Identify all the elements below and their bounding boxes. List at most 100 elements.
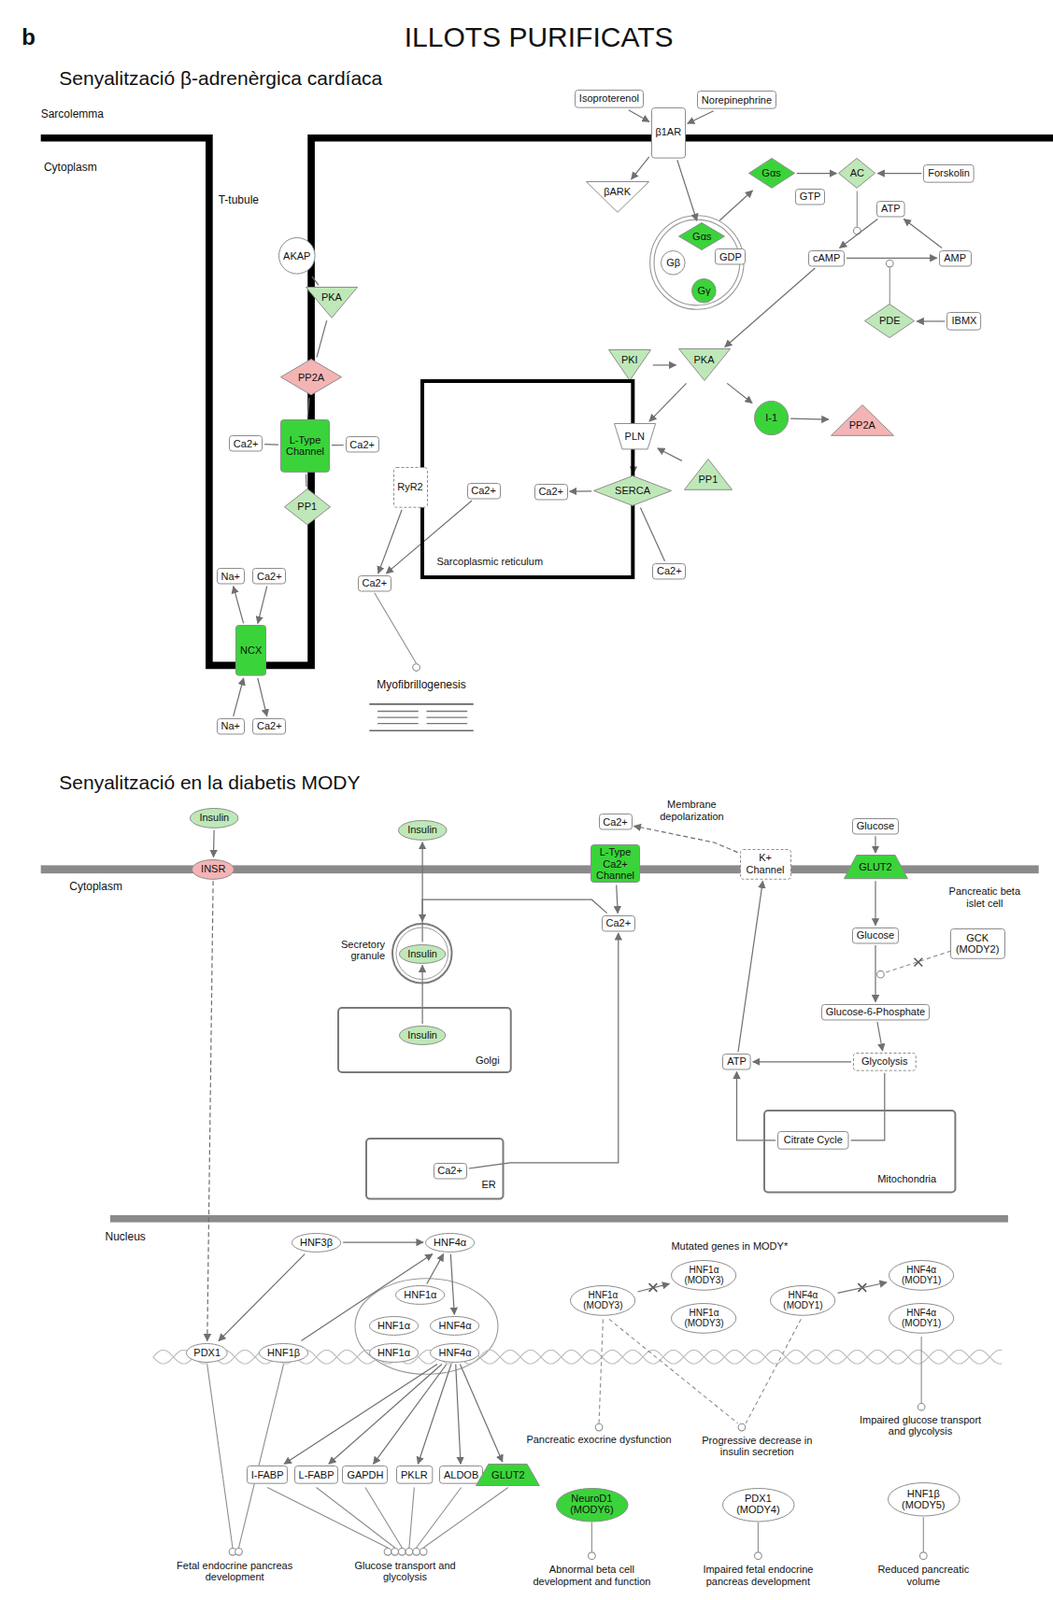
node-shape xyxy=(476,1465,541,1487)
molecule-label: GLUT2 xyxy=(857,861,893,873)
molecule-label: Glucose xyxy=(855,929,896,941)
pathway-connector xyxy=(657,448,683,461)
molecule-oval: Insulin xyxy=(398,820,447,841)
pathway-connector xyxy=(257,586,268,625)
pathway-connector xyxy=(640,508,665,562)
molecule-label: HNF4α xyxy=(438,1347,473,1359)
molecule-oval: HNF4α xyxy=(425,1233,475,1253)
molecule-label: HNF1α (MODY3) xyxy=(579,1290,627,1311)
molecule-box: Norepinephrine xyxy=(697,90,777,110)
pathway-connector xyxy=(796,172,838,174)
node-shape xyxy=(843,855,908,880)
compartment-box: Sarcoplasmic reticulumCa2+Ca2+ xyxy=(420,379,635,580)
molecule-label: GTP xyxy=(798,190,822,202)
molecule-box: AMP xyxy=(939,250,972,267)
molecule-label: SERCA xyxy=(614,484,652,497)
node-shape xyxy=(608,350,651,382)
pathway-connector xyxy=(207,881,214,1341)
pathway-connector xyxy=(839,219,879,249)
node-shape xyxy=(430,1343,480,1363)
node-shape xyxy=(396,1466,432,1485)
molecule-label: AC xyxy=(849,167,866,179)
molecule-label: Ca2+ xyxy=(538,485,565,498)
node-shape xyxy=(430,1317,480,1337)
molecule-label: HNF3β xyxy=(298,1237,334,1249)
molecule-box: Na+ xyxy=(216,718,245,735)
compartment-label: ER xyxy=(481,1179,496,1191)
node-shape xyxy=(778,1132,849,1151)
node-shape xyxy=(467,483,500,499)
node-shape xyxy=(305,287,357,319)
pathway-connector xyxy=(284,1365,438,1466)
molecule-box: IBMX xyxy=(946,312,982,331)
molecule-box: Ca2+ xyxy=(601,915,636,932)
molecule-label: Forskolin xyxy=(927,167,971,179)
molecule-label: L-FABP xyxy=(298,1469,335,1481)
effect-dot xyxy=(588,1552,597,1561)
leader-line xyxy=(365,1488,402,1549)
kinase-triangle: PKA xyxy=(678,348,731,382)
molecule-oval: HNF1α (MODY3) xyxy=(670,1303,737,1335)
molecule-circle: AKAP xyxy=(278,237,316,275)
regulation-line xyxy=(889,267,891,305)
effect-dot xyxy=(919,1552,927,1561)
molecule-label: β1AR xyxy=(654,126,683,138)
compartment-outline xyxy=(764,1110,955,1194)
molecule-label: PKA xyxy=(320,291,343,303)
molecule-label: Ca2+ xyxy=(470,484,498,497)
molecule-box: NCX xyxy=(235,625,267,677)
myofibril-line xyxy=(369,729,473,732)
myofibril-line xyxy=(426,723,468,725)
enzyme-diamond: AC xyxy=(838,157,876,189)
leader-line xyxy=(416,1488,462,1549)
molecule-label: Norepinephrine xyxy=(700,94,773,106)
node-shape xyxy=(939,250,971,266)
pathway-connector xyxy=(631,156,650,180)
myofibril-line xyxy=(377,711,419,712)
molecule-label: HNF4α (MODY1) xyxy=(779,1290,827,1311)
annotation-label: Nucleus xyxy=(104,1231,145,1245)
molecule-label: I-1 xyxy=(765,412,779,424)
molecule-label: PP1 xyxy=(297,500,318,513)
node-shape xyxy=(440,1466,484,1485)
molecule-label: HNF1β (MODY5) xyxy=(896,1488,951,1511)
leader-line xyxy=(745,1319,801,1423)
molecule-oval: HNF1α (MODY3) xyxy=(670,1260,737,1292)
node-shape xyxy=(259,1343,309,1363)
node-shape xyxy=(950,928,1005,959)
phosphatase-triangle: PP2A xyxy=(830,404,895,437)
molecule-oval: HNF1α (MODY3) xyxy=(569,1285,636,1317)
molecule-label: GDP xyxy=(718,251,742,263)
molecule-box: ATP xyxy=(876,200,906,217)
molecule-label: HNF4α xyxy=(438,1320,473,1332)
molecule-label: HNF1α xyxy=(376,1320,412,1332)
node-shape xyxy=(247,1466,288,1485)
node-shape xyxy=(186,1343,228,1363)
molecule-box: Ca2+ xyxy=(252,718,286,735)
pathway-connector xyxy=(634,825,739,853)
molecule-label: Ca2+ xyxy=(256,720,283,732)
node-shape xyxy=(281,359,342,396)
molecule-label: PP2A xyxy=(848,419,877,431)
molecule-label: PP1 xyxy=(697,473,719,485)
section-heading: Senyalització β-adrenèrgica cardíaca xyxy=(58,67,383,90)
pathway-connector xyxy=(233,678,244,717)
enzyme-diamond: PDE xyxy=(864,303,915,339)
molecule-box: Citrate Cycle xyxy=(777,1131,849,1151)
enzyme-diamond: PP1 xyxy=(284,488,331,526)
node-shape xyxy=(924,164,975,183)
molecule-oval: HNF4α xyxy=(429,1343,480,1364)
pathway-connector xyxy=(726,383,753,403)
molecule-box: GDP xyxy=(714,248,746,265)
transporter-shape: GLUT2 xyxy=(843,854,909,880)
molecule-label: Insulin xyxy=(199,811,230,824)
node-shape xyxy=(295,1466,339,1485)
molecule-label: GAPDH xyxy=(345,1469,385,1481)
molecule-box: Ca2+ xyxy=(433,1163,468,1180)
molecule-label: HNF1α xyxy=(376,1347,412,1359)
node-shape xyxy=(396,1286,445,1306)
molecule-label: Isoproterenol xyxy=(578,92,641,104)
compartment-outline xyxy=(422,381,633,578)
effect-dot xyxy=(917,1403,925,1411)
